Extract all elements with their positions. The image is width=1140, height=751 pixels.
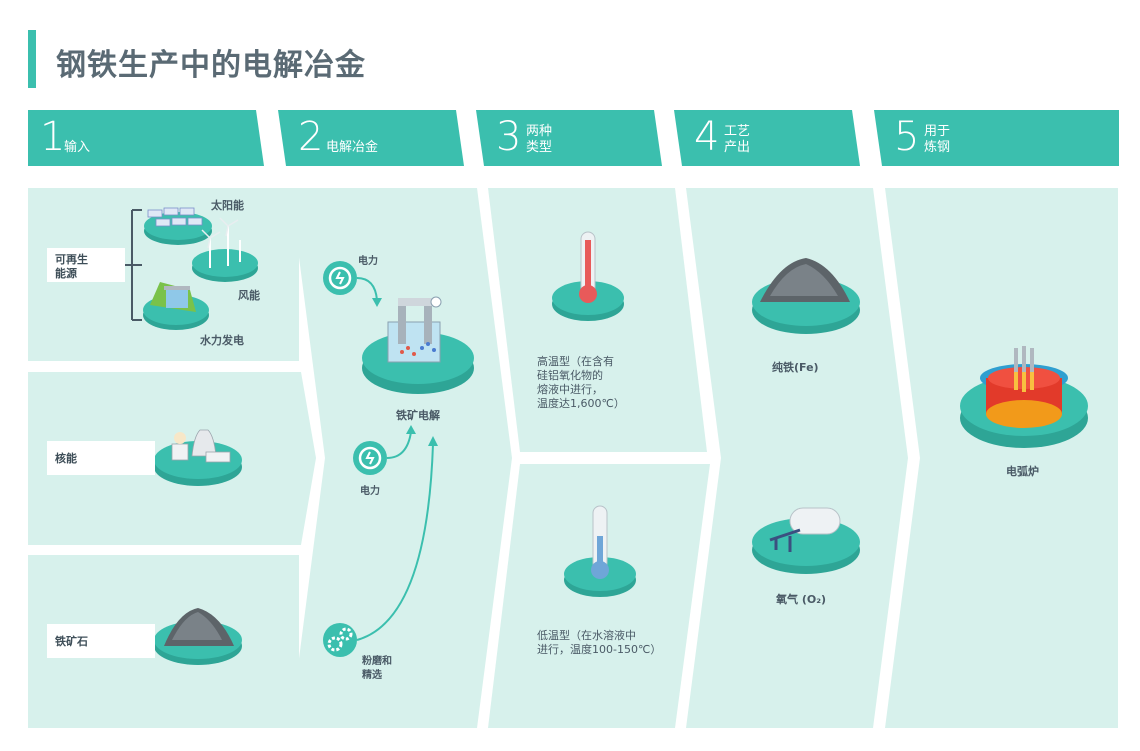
thermometer-high-icon	[552, 231, 624, 321]
thermometer-low-icon	[564, 505, 636, 597]
step-4-number: 4	[694, 114, 720, 160]
power-icon-middle	[353, 441, 387, 475]
header-bar-3	[476, 110, 662, 166]
electrolysis-process-label: 铁矿电解	[396, 409, 440, 422]
step-5-label-line1: 用于	[924, 124, 951, 139]
hydro-dam-icon	[143, 282, 209, 330]
renewable-label-line1: 可再生	[55, 253, 88, 266]
electrolysis-cell-icon	[362, 296, 474, 394]
renewable-label-box: 可再生 能源	[47, 248, 125, 282]
step-2-number: 2	[298, 114, 324, 160]
panel-steelmaking	[885, 188, 1118, 728]
wind-label: 风能	[238, 289, 260, 302]
title-accent-bar	[28, 30, 36, 88]
high-temp-label-line2: 硅铝氧化物的	[537, 369, 603, 382]
step-5-label-line2: 炼钢	[924, 140, 951, 155]
step-4-label-line1: 工艺	[724, 124, 751, 139]
hydro-label: 水力发电	[200, 334, 244, 347]
step-3-label-line2: 类型	[526, 140, 553, 155]
high-temp-label-line4: 温度达1,600℃）	[537, 397, 625, 410]
step-2-label: 电解冶金	[326, 140, 379, 155]
header-bars	[28, 110, 1119, 166]
renewable-label-line2: 能源	[55, 267, 77, 280]
power-label-middle: 电力	[360, 486, 380, 497]
step-3-label-line1: 两种	[526, 124, 553, 139]
arrow-power-middle	[386, 431, 412, 459]
pure-iron-pile-icon	[752, 258, 860, 334]
nuclear-plant-icon	[154, 429, 242, 486]
high-temp-label-line3: 熔液中进行，	[537, 383, 603, 396]
wind-turbine-icon	[192, 217, 258, 282]
electric-arc-furnace-icon	[960, 346, 1088, 448]
iron-ore-pile-icon	[154, 608, 242, 665]
step-1-number: 1	[40, 114, 66, 160]
power-label-top: 电力	[358, 256, 378, 267]
step-3-number: 3	[496, 114, 522, 160]
oxygen-tank-icon	[752, 507, 860, 574]
step-5-number: 5	[894, 114, 920, 160]
low-temp-label-line1: 低温型（在水溶液中	[537, 629, 636, 642]
low-temp-label-line2: 进行，温度100-150℃）	[537, 643, 662, 656]
high-temp-label-line1: 高温型（在含有	[537, 355, 614, 368]
header-bar-2	[278, 110, 464, 166]
grinding-gear-icon	[323, 623, 357, 657]
solar-panel-icon	[144, 207, 212, 245]
panel-outputs	[686, 188, 908, 728]
header-bar-5	[874, 110, 1119, 166]
arrow-grinding	[356, 443, 434, 641]
step-1-label: 输入	[64, 140, 91, 155]
electric-arc-furnace-label: 电弧炉	[1006, 465, 1039, 478]
header-bar-4	[674, 110, 860, 166]
oxygen-label: 氧气 (O₂)	[776, 593, 827, 606]
solar-label: 太阳能	[211, 199, 244, 212]
pure-iron-label: 纯铁(Fe)	[772, 361, 819, 374]
iron-ore-label: 铁矿石	[55, 635, 88, 648]
arrow-power-top	[356, 277, 378, 301]
renewable-bracket	[124, 209, 142, 321]
nuclear-label: 核能	[55, 452, 77, 465]
nuclear-label-box: 核能	[47, 441, 155, 475]
power-icon-top	[323, 261, 357, 295]
grinding-label-line2: 精选	[362, 670, 382, 681]
panel-electrolysis	[290, 188, 512, 728]
step-4-label-line2: 产出	[724, 140, 751, 155]
iron-ore-label-box: 铁矿石	[47, 624, 155, 658]
grinding-label-line1: 粉磨和	[362, 656, 392, 667]
header-bar-1	[28, 110, 264, 166]
page-title: 钢铁生产中的电解冶金	[56, 48, 366, 83]
